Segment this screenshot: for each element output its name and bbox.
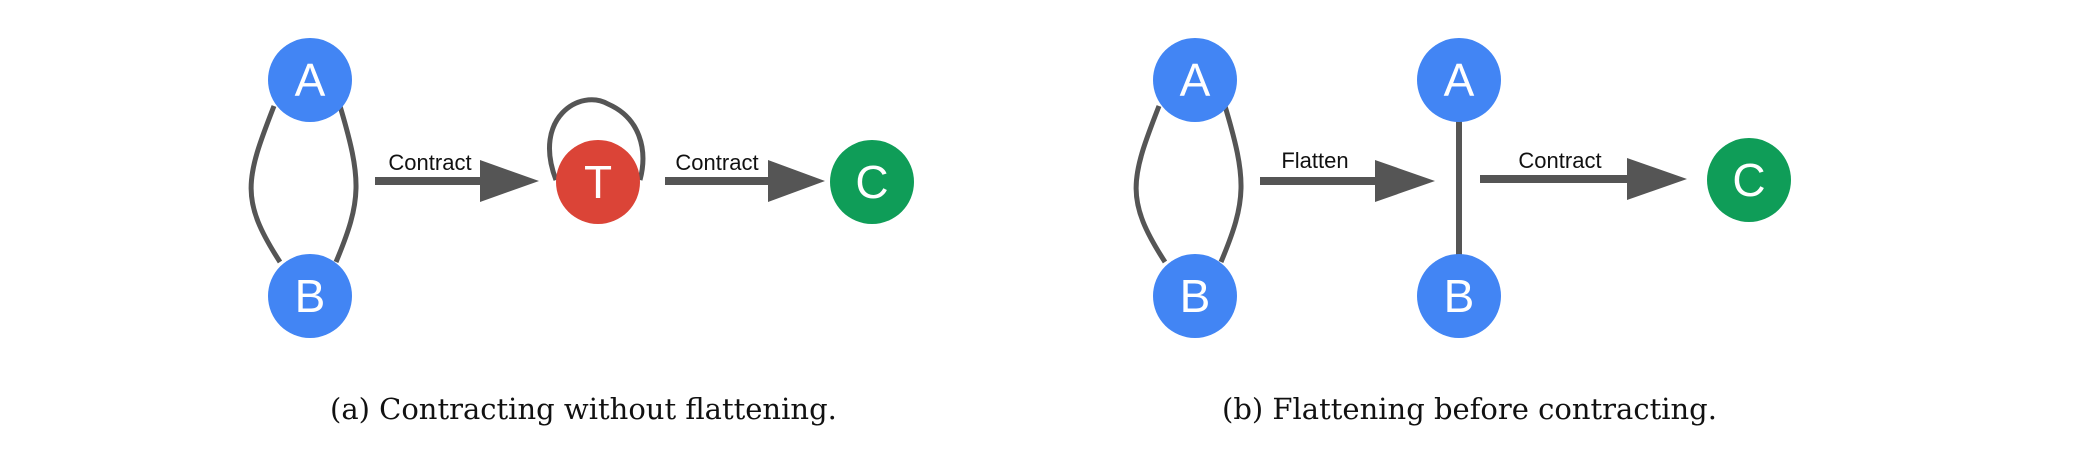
caption-a: (a) Contracting without flattening. [330, 392, 837, 426]
arrow-flatten-label: Flatten [1281, 148, 1348, 173]
edge-a-b-left [248, 105, 283, 264]
node-c-label: C [855, 156, 888, 208]
node-a: A [268, 38, 352, 122]
arrow-contract-2: Contract [665, 150, 825, 202]
node-a2: A [1417, 38, 1501, 122]
node-a2-label: A [1444, 54, 1475, 106]
edge-a-b-right [333, 105, 359, 263]
caption-b: (b) Flattening before contracting. [1222, 392, 1717, 426]
arrow-contract-3: Contract [1480, 148, 1687, 200]
arrow-contract-2-label: Contract [675, 150, 758, 175]
node-a-label: A [295, 54, 326, 106]
edge-a1-b1-right [1218, 105, 1244, 263]
node-b-label: B [295, 270, 326, 322]
arrow-flatten: Flatten [1260, 148, 1435, 202]
arrow-contract-3-label: Contract [1518, 148, 1601, 173]
node-b1: B [1153, 254, 1237, 338]
panel-b: A B Flatten A B Contract [1133, 38, 1791, 338]
node-b1-label: B [1180, 270, 1211, 322]
node-a1: A [1153, 38, 1237, 122]
node-c2: C [1707, 138, 1791, 222]
self-loop-edge [547, 97, 646, 181]
node-c2-label: C [1732, 154, 1765, 206]
arrow-contract-1: Contract [375, 150, 539, 202]
panel-a: A B Contract T Contract C [248, 38, 914, 338]
node-c: C [830, 140, 914, 224]
edge-a1-b1-left [1133, 105, 1168, 264]
node-b2: B [1417, 254, 1501, 338]
node-b: B [268, 254, 352, 338]
node-t: T [556, 140, 640, 224]
node-b2-label: B [1444, 270, 1475, 322]
node-a1-label: A [1180, 54, 1211, 106]
node-t-label: T [584, 156, 612, 208]
arrow-contract-1-label: Contract [388, 150, 471, 175]
